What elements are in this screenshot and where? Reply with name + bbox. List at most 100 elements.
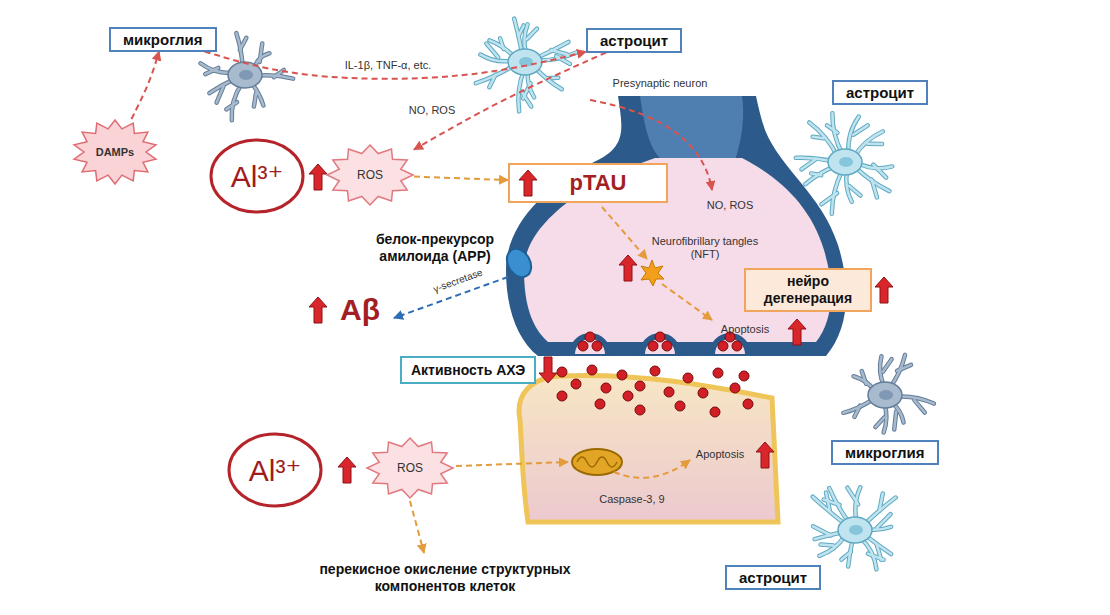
cell-body [508,49,542,75]
neurotransmitter-dot [713,368,723,378]
cell-process-outline [849,186,860,196]
neurotransmitter-dot [675,401,685,411]
cell-process [853,125,867,134]
cell-nucleus [849,525,863,535]
cell-process [914,400,924,412]
neurotransmitter-dot [601,383,611,393]
cell-process [226,102,237,109]
edge-label: NO, ROS [407,104,457,116]
cell-name-box: микроглия [109,27,217,52]
cell-process [847,488,858,505]
apoptosis-label: Apoptosis [721,323,769,336]
cell-name-box: микроглия [831,440,939,465]
aluminium-circle: Al³⁺ [227,432,323,508]
node-text: ROS [357,168,383,182]
apoptosis-label: Apoptosis [696,448,744,461]
cell-process [205,68,218,74]
cell-body [838,517,872,543]
cell-process [813,137,824,138]
change-arrow-shape [875,277,893,303]
circle-shape [229,434,321,506]
neurotransmitter-dot [592,341,602,351]
burst-shape [74,120,156,184]
cell-process-outline [260,43,263,61]
node-text: DAMPs [96,146,135,158]
neurotransmitter-dot [578,341,588,351]
increase-arrow [756,442,774,468]
neurotransmitter-dot [718,341,728,351]
cell-process [873,165,886,178]
cell-process [877,514,891,528]
neurotransmitter-dot [635,405,645,415]
app-label: белок-прекурсор амилоида (APP) [353,231,518,265]
cell-process [519,25,524,36]
cell-process-outline [821,193,837,204]
nft-symbol [641,260,664,286]
cell-nucleus [839,157,853,167]
neurotransmitter-dot [683,373,693,383]
cell-process [872,179,877,197]
cell-process [821,193,837,204]
postsynaptic-neuron [519,375,778,522]
molecule-label: NO, ROS [707,199,753,212]
increase-arrow [309,164,327,190]
cell-process-outline [813,526,831,535]
node-text: pTAU [546,170,650,196]
ros-burst: ROS [326,144,414,206]
neurotransmitter-dot [557,391,567,401]
cell-process-outline [801,159,815,169]
cell-process [868,554,884,560]
damps-burst: DAMPs [72,119,158,185]
neurotransmitter-dot [617,370,627,380]
dashed-connector [205,52,586,79]
cell-process [841,552,850,560]
cell-process-outline [853,125,867,134]
caspase-label: Caspase-3, 9 [599,493,664,506]
burst-shape [367,438,453,498]
cell-process-outline [813,137,824,138]
increase-arrow [309,297,327,323]
circle-shape [211,140,303,212]
cell-process [854,406,860,417]
neurotransmitter-dot [635,381,645,391]
cell-process-outline [914,400,924,412]
cell-body [868,382,902,408]
edge-label: IL-1β, TNF-α, etc. [343,59,434,71]
neurotransmitter-dot [587,365,597,375]
cell-process-outline [868,141,882,146]
dashed-connector [132,52,160,120]
neurotransmitter-dot [655,332,665,342]
cell-process [862,371,866,384]
change-arrow [538,356,558,384]
cell-process [489,75,495,88]
cell-process [879,494,882,511]
neurotransmitter-dot [648,341,658,351]
neurotransmitter-dots [557,332,753,417]
cell-process [813,526,831,535]
node-text: Активность АХЭ [411,362,525,378]
cell-process-outline [883,359,892,372]
neurotransmitter-dot [743,399,753,409]
node-text: ROS [397,461,423,475]
cell-process [500,38,504,49]
increase-arrow [338,457,356,483]
cell-process [875,417,884,427]
cell-nucleus [239,70,253,80]
cell-process [824,500,840,505]
dashed-arrow [602,207,647,259]
cell-name-box: астроцит [725,565,821,590]
cell-process [897,365,911,371]
app-receptor [502,245,536,282]
dashed-connector [414,53,606,150]
cell-process-outline [894,412,896,430]
burst-shape [327,145,413,205]
ptau-box: pTAU [508,163,668,203]
dashed-connector [414,177,508,180]
cell-process [486,44,498,58]
cell-process-outline [873,165,886,178]
cell-process [254,93,256,106]
cell-process-outline [875,417,884,427]
neurotransmitter-dot [732,341,742,351]
